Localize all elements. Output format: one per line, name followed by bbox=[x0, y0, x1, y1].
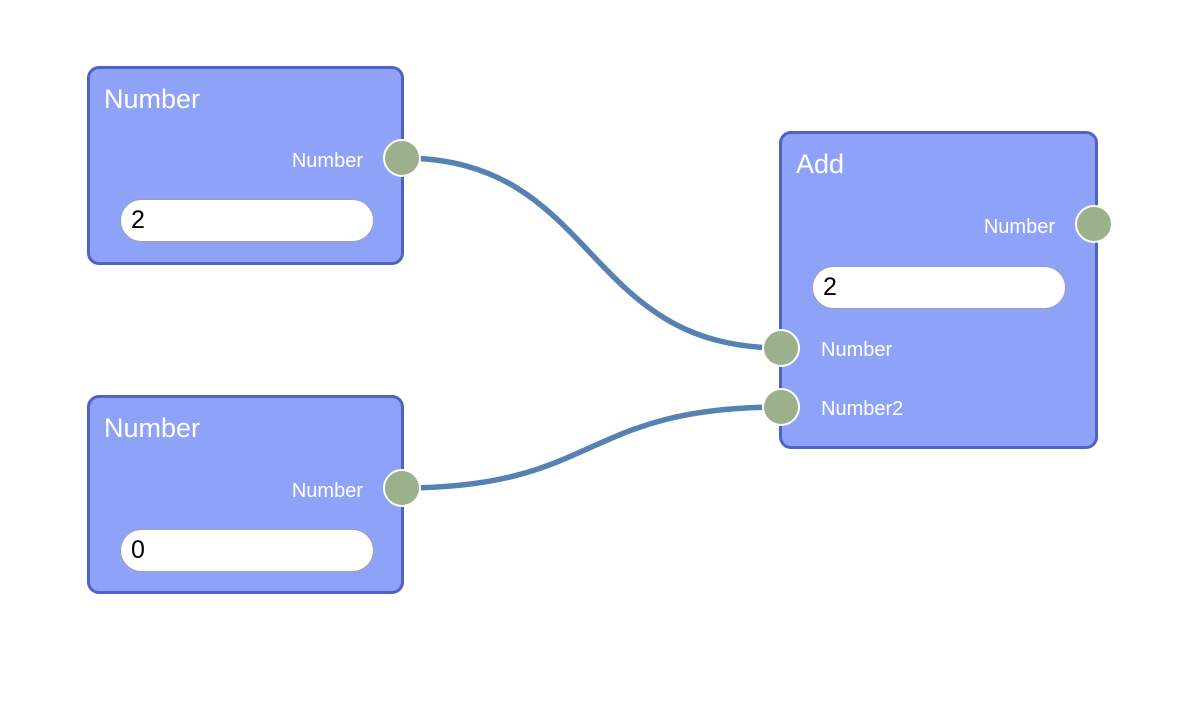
node-title: Add bbox=[796, 149, 845, 179]
node-title: Number bbox=[104, 413, 201, 443]
output-label: Number bbox=[291, 480, 363, 502]
input-socket-number2[interactable] bbox=[762, 388, 800, 426]
add-node[interactable]: Add Number Number Number2 bbox=[762, 131, 1113, 449]
add-value-input[interactable] bbox=[812, 266, 1066, 309]
number-value-input[interactable] bbox=[120, 199, 374, 242]
input-socket-number[interactable] bbox=[762, 329, 800, 367]
number-value-input[interactable] bbox=[120, 529, 374, 572]
connection-number1-to-add-number[interactable] bbox=[399, 155, 784, 351]
output-socket[interactable] bbox=[1075, 205, 1113, 243]
connection-number2-to-add-number2[interactable] bbox=[399, 404, 784, 491]
output-socket[interactable] bbox=[383, 139, 421, 177]
output-label: Number bbox=[291, 150, 363, 172]
node-title: Number bbox=[104, 84, 201, 114]
output-label: Number bbox=[983, 216, 1055, 238]
output-socket[interactable] bbox=[383, 469, 421, 507]
number-node-1[interactable]: Number Number bbox=[87, 66, 421, 265]
input-label: Number bbox=[821, 339, 893, 361]
input-label: Number2 bbox=[821, 398, 904, 420]
number-node-2[interactable]: Number Number bbox=[87, 395, 421, 594]
